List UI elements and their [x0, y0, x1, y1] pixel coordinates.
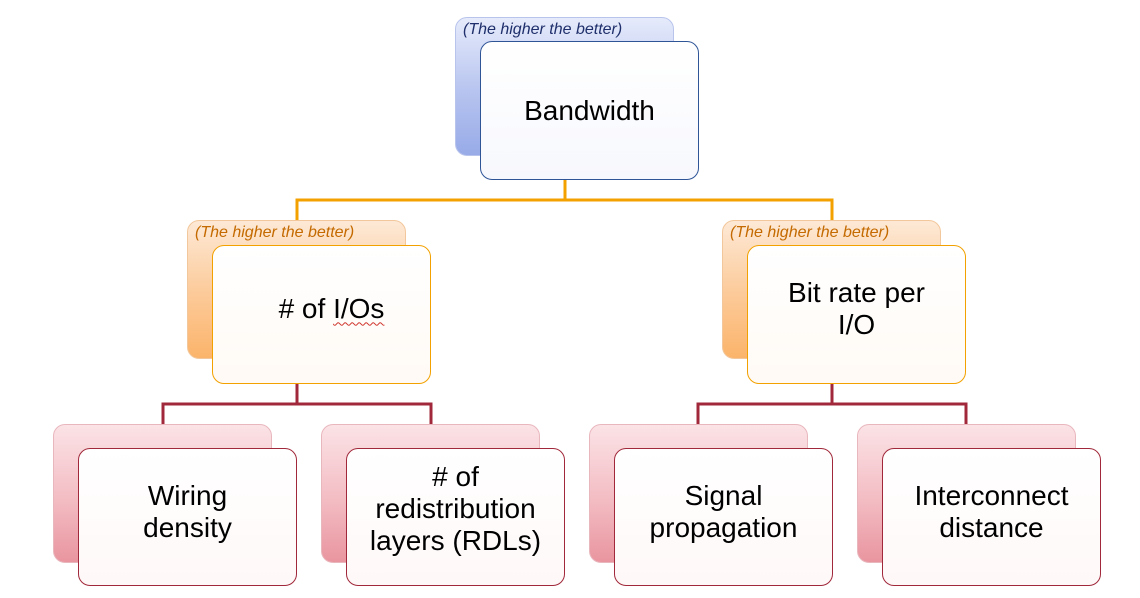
node-bitrate-box: Bit rate per I/O [747, 245, 966, 384]
node-bitrate-note: (The higher the better) [730, 224, 890, 241]
node-wiring-density-box: Wiring density [78, 448, 297, 586]
node-interconnect-distance-box: Interconnect distance [882, 448, 1101, 586]
connectors-level2-left [161, 383, 433, 424]
node-ios-label-ios: I/Os [333, 292, 385, 324]
connector-ios-bar [161, 402, 433, 424]
connector-bitrate-bar [696, 402, 968, 424]
node-ios-note: (The higher the better) [195, 224, 355, 241]
connectors-level2-right [696, 383, 968, 424]
node-ios-label: # of I/Os [279, 293, 385, 325]
node-bandwidth-label: Bandwidth [524, 94, 655, 126]
connector-level2-bar [295, 198, 834, 221]
node-ios-box: # of I/Os [212, 245, 431, 384]
node-wiring-density-label: Wiring density [143, 480, 232, 543]
node-rdl-label: # of redistribution layers (RDLs) [369, 461, 542, 556]
node-signal-propagation-label: Signal propagation [649, 480, 798, 543]
node-signal-propagation-box: Signal propagation [614, 448, 833, 586]
node-interconnect-distance-label: Interconnect distance [914, 480, 1069, 543]
node-bitrate-label: Bit rate per I/O [788, 276, 925, 340]
node-bandwidth-box: Bandwidth [480, 41, 699, 180]
node-rdl-box: # of redistribution layers (RDLs) [346, 448, 565, 586]
node-bandwidth-note: (The higher the better) [463, 21, 623, 38]
node-ios-label-prefix: # of [278, 292, 334, 324]
